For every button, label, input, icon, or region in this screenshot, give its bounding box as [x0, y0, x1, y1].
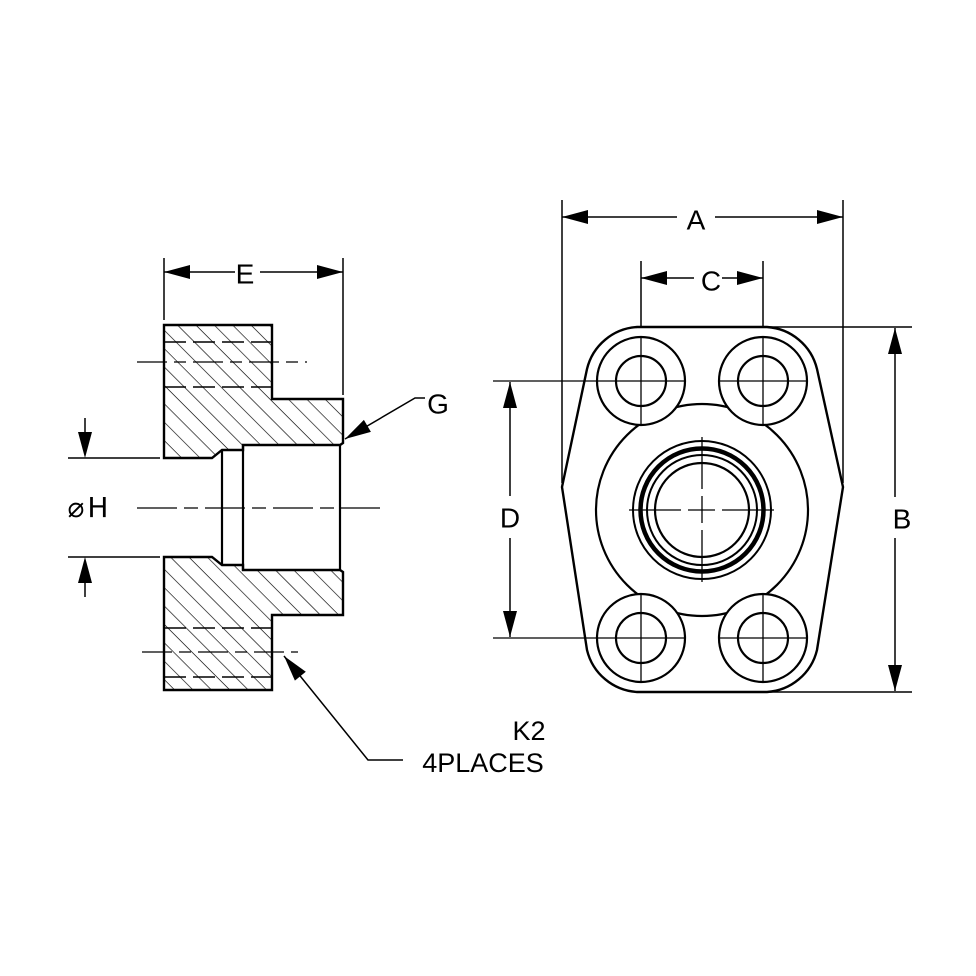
dim-label-h: ⌀H [68, 491, 109, 524]
section-view [137, 323, 380, 692]
arrowhead [284, 656, 306, 681]
dim-label-a: A [687, 205, 706, 236]
leader-line [283, 655, 403, 761]
arrowhead [737, 271, 763, 285]
dimension-c: C [640, 261, 764, 326]
dim-label-g: G [427, 389, 449, 420]
note-k2: K2 4PLACES [283, 655, 546, 778]
arrowhead [164, 265, 190, 279]
arrowhead [317, 265, 343, 279]
note-line-1: K2 [512, 716, 545, 746]
arrowhead [78, 557, 92, 583]
leader-g: G [344, 389, 449, 440]
arrowhead [503, 611, 517, 637]
dimension-h: ⌀H [68, 418, 160, 597]
dimension-b: B [767, 326, 912, 693]
arrowhead [562, 210, 588, 224]
dimension-d: D [500, 382, 520, 637]
arrowhead [641, 271, 667, 285]
dim-label-e: E [236, 259, 255, 290]
arrowhead [888, 665, 902, 691]
arrowhead [78, 432, 92, 458]
arrowhead [817, 210, 843, 224]
arrowhead [888, 328, 902, 354]
dim-label-c: C [701, 266, 721, 297]
dim-label-d: D [500, 503, 520, 534]
dimension-e: E [163, 258, 344, 395]
dim-label-b: B [893, 504, 912, 535]
section-upper-material [162, 323, 345, 460]
arrowhead [345, 419, 371, 439]
port-boss-circle [594, 402, 810, 618]
front-view [493, 325, 845, 694]
section-lower-material [162, 555, 345, 692]
leader-line [344, 397, 425, 440]
arrowhead [503, 382, 517, 408]
note-line-2: 4PLACES [422, 748, 544, 778]
dimension-a: A [561, 200, 844, 483]
